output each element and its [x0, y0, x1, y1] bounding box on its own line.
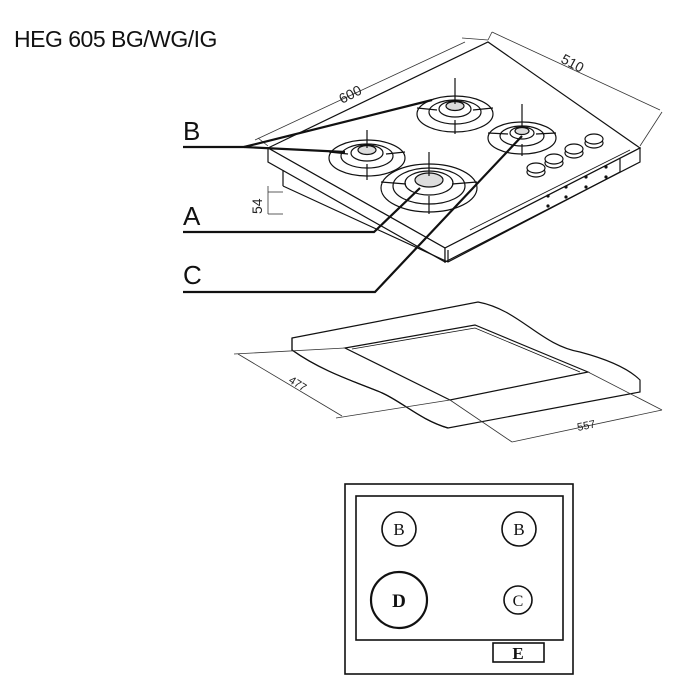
- plan-inner: [355, 495, 564, 641]
- dimension-477: [233, 347, 451, 419]
- dimension-510: [487, 31, 663, 147]
- dimension-54-label: 54: [249, 198, 265, 214]
- dimension-510-label: 510: [559, 51, 587, 76]
- dimension-54: [267, 186, 283, 215]
- plan-outer: [344, 483, 574, 675]
- hob-perspective: [266, 41, 642, 264]
- plan-burner-bottom-right: [503, 585, 533, 615]
- callout-a: A: [183, 201, 201, 231]
- plan-burner-top-left: [381, 511, 417, 547]
- model-title: HEG 605 BG/WG/IG: [14, 26, 217, 52]
- callout-a-line: [183, 187, 421, 234]
- hob-right-edge: [444, 147, 641, 263]
- knob-4: [584, 133, 604, 149]
- plan-label-control: E: [512, 644, 523, 663]
- callout-lines: [183, 98, 523, 294]
- plan-burner-bottom-left: [369, 570, 429, 630]
- dimension-600-label: 600: [336, 82, 364, 107]
- hob-body: [282, 158, 621, 263]
- burner-rear-right: [416, 78, 494, 134]
- plan-control-box: [492, 642, 545, 663]
- callout-c-line: [183, 135, 523, 294]
- plan-label-bottom-right: C: [513, 593, 524, 610]
- hob-glass-top: [266, 41, 642, 249]
- dimension-557-label: 557: [576, 418, 596, 434]
- dimension-477-label: 477: [286, 374, 308, 394]
- callout-b-line-2: [243, 98, 433, 149]
- knob-1: [526, 162, 546, 178]
- worktop-front-edge: [291, 338, 449, 429]
- burner-front-wok: [380, 152, 478, 214]
- dimension-557: [449, 371, 663, 443]
- plan-label-top-left: B: [393, 520, 404, 539]
- knob-3: [564, 143, 584, 159]
- callout-c: C: [183, 260, 202, 290]
- burner-rear-left: [328, 130, 406, 180]
- cutout-worktop: [291, 301, 641, 429]
- layout-plan: [344, 483, 574, 675]
- control-knobs: [526, 133, 608, 208]
- callout-b: B: [183, 116, 200, 146]
- plan-burner-top-right: [501, 511, 537, 547]
- plan-label-top-right: B: [513, 520, 524, 539]
- plan-label-bottom-left: D: [392, 591, 406, 612]
- knob-2: [544, 153, 564, 169]
